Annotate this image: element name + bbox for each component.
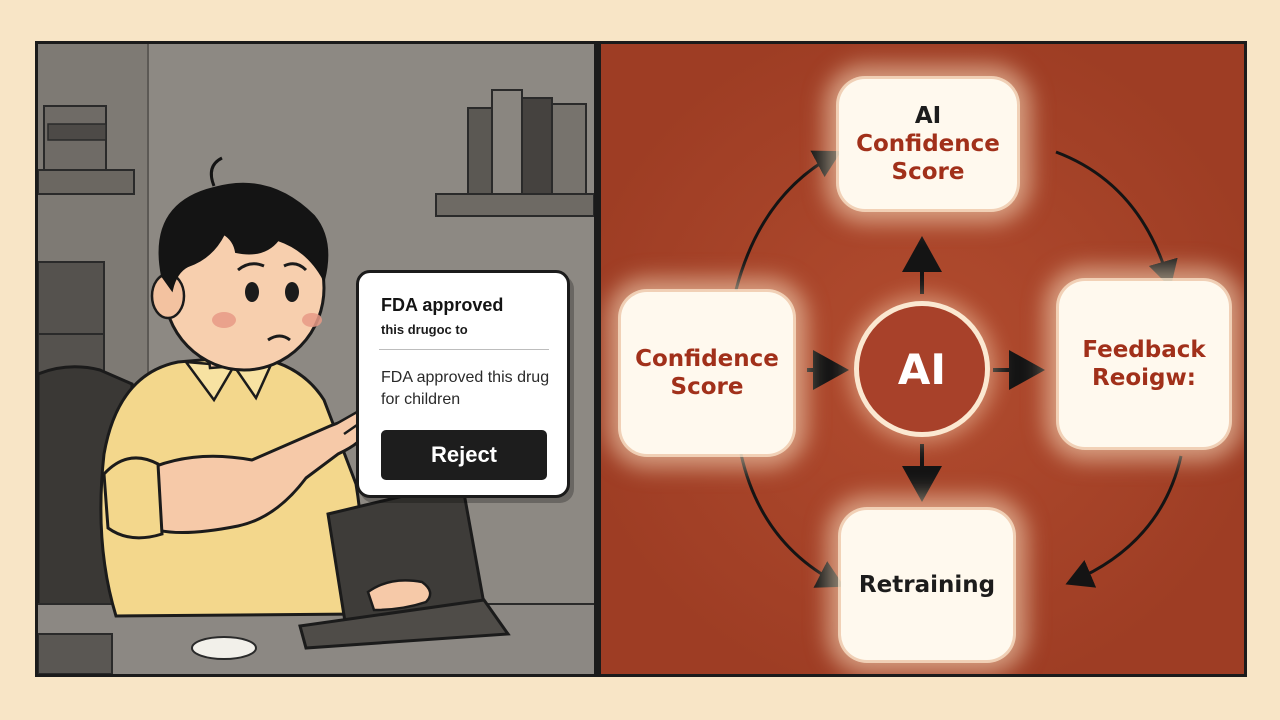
person-illustration	[38, 44, 594, 674]
reject-button[interactable]: Reject	[381, 430, 547, 480]
node-confidence-score: Confidence Score	[621, 292, 793, 454]
node-confidence-line1: Confidence	[635, 346, 779, 372]
arrow-confidence-to-retraining	[739, 453, 845, 588]
popup-subtitle: this drugoc to	[381, 322, 468, 337]
node-ai-score-line3: Score	[891, 159, 965, 185]
popup-title: FDA approved	[381, 295, 504, 315]
popup-divider	[379, 349, 549, 350]
node-ai-score-line1: AI	[914, 103, 942, 129]
node-ai-confidence-score: AI Confidence Score	[839, 79, 1017, 209]
person-scene-panel: FDA approved this drugoc to FDA approved…	[38, 44, 594, 674]
node-confidence-line2: Score	[670, 374, 744, 400]
arrow-confidence-to-ai-score	[734, 150, 842, 291]
node-retraining-label: Retraining	[858, 572, 996, 598]
fda-claim-popup: FDA approved this drugoc to FDA approved…	[356, 270, 570, 498]
node-feedback-review: Feedback Reoigw:	[1059, 281, 1229, 447]
arrow-feedback-to-retraining	[1065, 455, 1183, 588]
center-ai-circle: AI	[854, 301, 990, 437]
ai-feedback-diagram-panel: AI Confidence Score Confidence Score Fee…	[601, 44, 1244, 674]
node-ai-score-line2: Confidence	[856, 131, 1000, 157]
illustration-frame: FDA approved this drugoc to FDA approved…	[35, 41, 1247, 677]
panel-divider	[594, 44, 601, 674]
arrow-ai-score-to-feedback	[1055, 150, 1178, 288]
node-retraining: Retraining	[841, 510, 1013, 660]
node-feedback-line2: Reoigw:	[1092, 365, 1196, 391]
popup-body-text: FDA approved this drug for children	[381, 369, 550, 408]
node-feedback-line1: Feedback	[1082, 337, 1206, 363]
